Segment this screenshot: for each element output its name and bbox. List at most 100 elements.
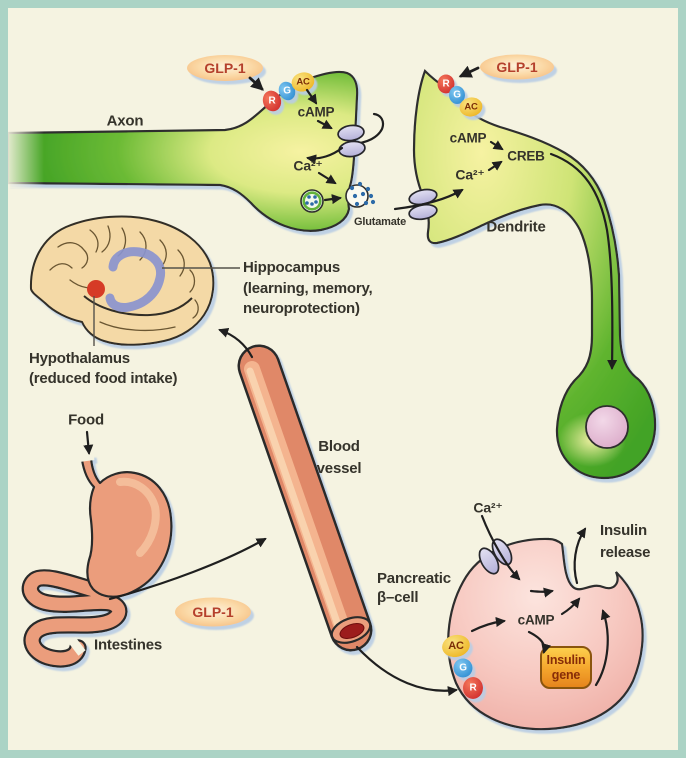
- hypothalamus-spot: [87, 280, 105, 298]
- gprotein-letter-dendrite: G: [453, 89, 461, 101]
- intestines-label: Intestines: [93, 636, 163, 654]
- arrow-calcium-to-creb: [487, 160, 503, 172]
- insulin-gene-line2: gene: [551, 668, 581, 682]
- glp1-oval-axon: [187, 55, 263, 81]
- arrow-food-to-stomach: [83, 430, 94, 456]
- dendrite-body: [412, 69, 657, 480]
- hypothalamus-label-line2: (reduced food intake): [29, 369, 178, 387]
- insulin-release-line2: release: [600, 543, 651, 561]
- dendrite-receptor-complex: [437, 74, 483, 117]
- vessel-lumen: [339, 623, 365, 639]
- arrow-vesicle-to-release: [323, 194, 343, 205]
- arrow-channel-to-notch-beta: [529, 587, 554, 598]
- arrow-camp-to-notch-beta: [560, 597, 581, 616]
- glp1-label-dendrite: GLP-1: [496, 59, 538, 75]
- ac-letter-dendrite: AC: [464, 101, 478, 113]
- arrow-camp-to-channel: [316, 119, 333, 130]
- beta-cell-body: [447, 537, 644, 731]
- insulin-gene-label: Insulin gene: [547, 653, 586, 683]
- arrow-glp1-to-receptor-axon: [248, 76, 264, 91]
- glp1-oval-gut: [175, 597, 251, 627]
- pancreatic-label-line2: β–cell: [377, 588, 419, 606]
- arrow-insulin-gene-to-notch: [594, 609, 611, 687]
- camp-label-axon: cAMP: [297, 104, 335, 120]
- gut-illustration: [21, 454, 173, 668]
- glutamate-vesicle: [300, 189, 324, 213]
- hippocampus-label-line1: Hippocampus: [243, 259, 340, 276]
- blood-vessel-label: Blood vessel: [317, 436, 362, 480]
- arrow-calcium-to-release: [317, 171, 337, 185]
- axon-label: Axon: [106, 112, 144, 130]
- presynaptic-calcium-channel: [337, 124, 366, 158]
- insulin-release-line1: Insulin: [600, 522, 647, 539]
- arrow-vessel-to-brain: [218, 327, 254, 359]
- receptor-letter-axon: R: [268, 95, 276, 107]
- arrow-camp-to-insulin-gene: [527, 630, 552, 654]
- camp-label-beta: cAMP: [517, 612, 555, 628]
- stomach-highlight: [116, 477, 160, 557]
- arrow-ac-to-camp-beta: [470, 616, 507, 633]
- arrow-camp-to-creb: [489, 140, 504, 151]
- brain-sulci: [49, 225, 199, 332]
- intestine-end-cap: [68, 637, 86, 656]
- axon-left-fade: [8, 128, 44, 188]
- hippocampus-shape: [105, 247, 166, 312]
- arrow-glutamate-channel-to-calcium: [393, 188, 464, 211]
- vessel-highlight-core: [246, 367, 345, 638]
- glutamate-label: Glutamate: [354, 216, 406, 228]
- arrow-channel-to-calcium: [306, 146, 344, 165]
- hippocampus-label-line2: (learning, memory,: [243, 279, 373, 297]
- lateral-sulcus: [83, 295, 193, 317]
- postsynaptic-channel: [408, 188, 438, 221]
- intestines-fill: [23, 571, 126, 666]
- blood-vessel-illustration: [237, 344, 373, 652]
- arrow-notch-to-insulin-release: [573, 527, 587, 585]
- beta-cell-receptor-complex: [442, 634, 483, 699]
- calcium-label-dendrite: Ca²⁺: [455, 166, 485, 183]
- insulin-gene-box: [540, 646, 592, 689]
- glp1-label-axon: GLP-1: [204, 60, 246, 76]
- arrow-vessel-to-beta-receptor: [355, 645, 459, 697]
- gprotein-letter-axon: G: [283, 85, 291, 97]
- hippocampus-label-line3: neuroprotection): [243, 300, 360, 317]
- brain-outline: [29, 215, 215, 346]
- beta-cell-calcium-channel: [478, 538, 513, 575]
- released-glutamate-dots: [349, 181, 376, 207]
- channel-hook-line: [350, 112, 385, 146]
- hypothalamus-label-line1: Hypothalamus: [29, 350, 130, 367]
- blood-vessel-label-line1: Blood: [318, 438, 360, 455]
- pancreatic-label-line1: Pancreatic: [377, 570, 451, 587]
- ac-letter-beta: AC: [448, 640, 464, 652]
- dendrite-shape: [412, 69, 657, 480]
- pancreatic-beta-cell-label: Pancreatic β–cell: [377, 570, 451, 607]
- arrow-creb-to-soma: [549, 152, 618, 371]
- blood-vessel-label-line2: vessel: [316, 460, 362, 477]
- camp-label-dendrite: cAMP: [449, 130, 487, 146]
- insulin-gene-line1: Insulin: [546, 653, 586, 667]
- glp1-oval-dendrite: [480, 54, 554, 80]
- hippocampus-label: Hippocampus (learning, memory, neuroprot…: [243, 258, 373, 320]
- food-label: Food: [68, 411, 104, 429]
- creb-label: CREB: [507, 148, 545, 164]
- brain-illustration: [29, 215, 215, 346]
- arrow-calcium-into-beta-cell: [480, 514, 521, 581]
- arrow-glp1-to-receptor-dendrite: [458, 65, 480, 78]
- gprotein-letter-beta: G: [459, 662, 467, 674]
- receptor-letter-dendrite: R: [442, 78, 450, 90]
- hypothalamus-label: Hypothalamus (reduced food intake): [29, 349, 178, 388]
- arrows: [83, 65, 618, 697]
- soma-nucleus: [585, 405, 629, 449]
- calcium-label-beta: Ca²⁺: [473, 499, 503, 516]
- receptor-letter-beta: R: [469, 682, 477, 694]
- arrow-intestine-to-vessel: [108, 537, 267, 601]
- axon-receptor-complex: [262, 72, 315, 112]
- ac-letter-axon: AC: [296, 76, 310, 88]
- glp1-label-gut: GLP-1: [192, 604, 234, 620]
- dendrite-label: Dendrite: [486, 218, 546, 236]
- arrow-ac-to-camp-axon: [305, 88, 318, 105]
- beta-cell-shape: [447, 537, 644, 731]
- insulin-release-label: Insulin release: [600, 520, 651, 563]
- esophagus-opening: [78, 454, 95, 462]
